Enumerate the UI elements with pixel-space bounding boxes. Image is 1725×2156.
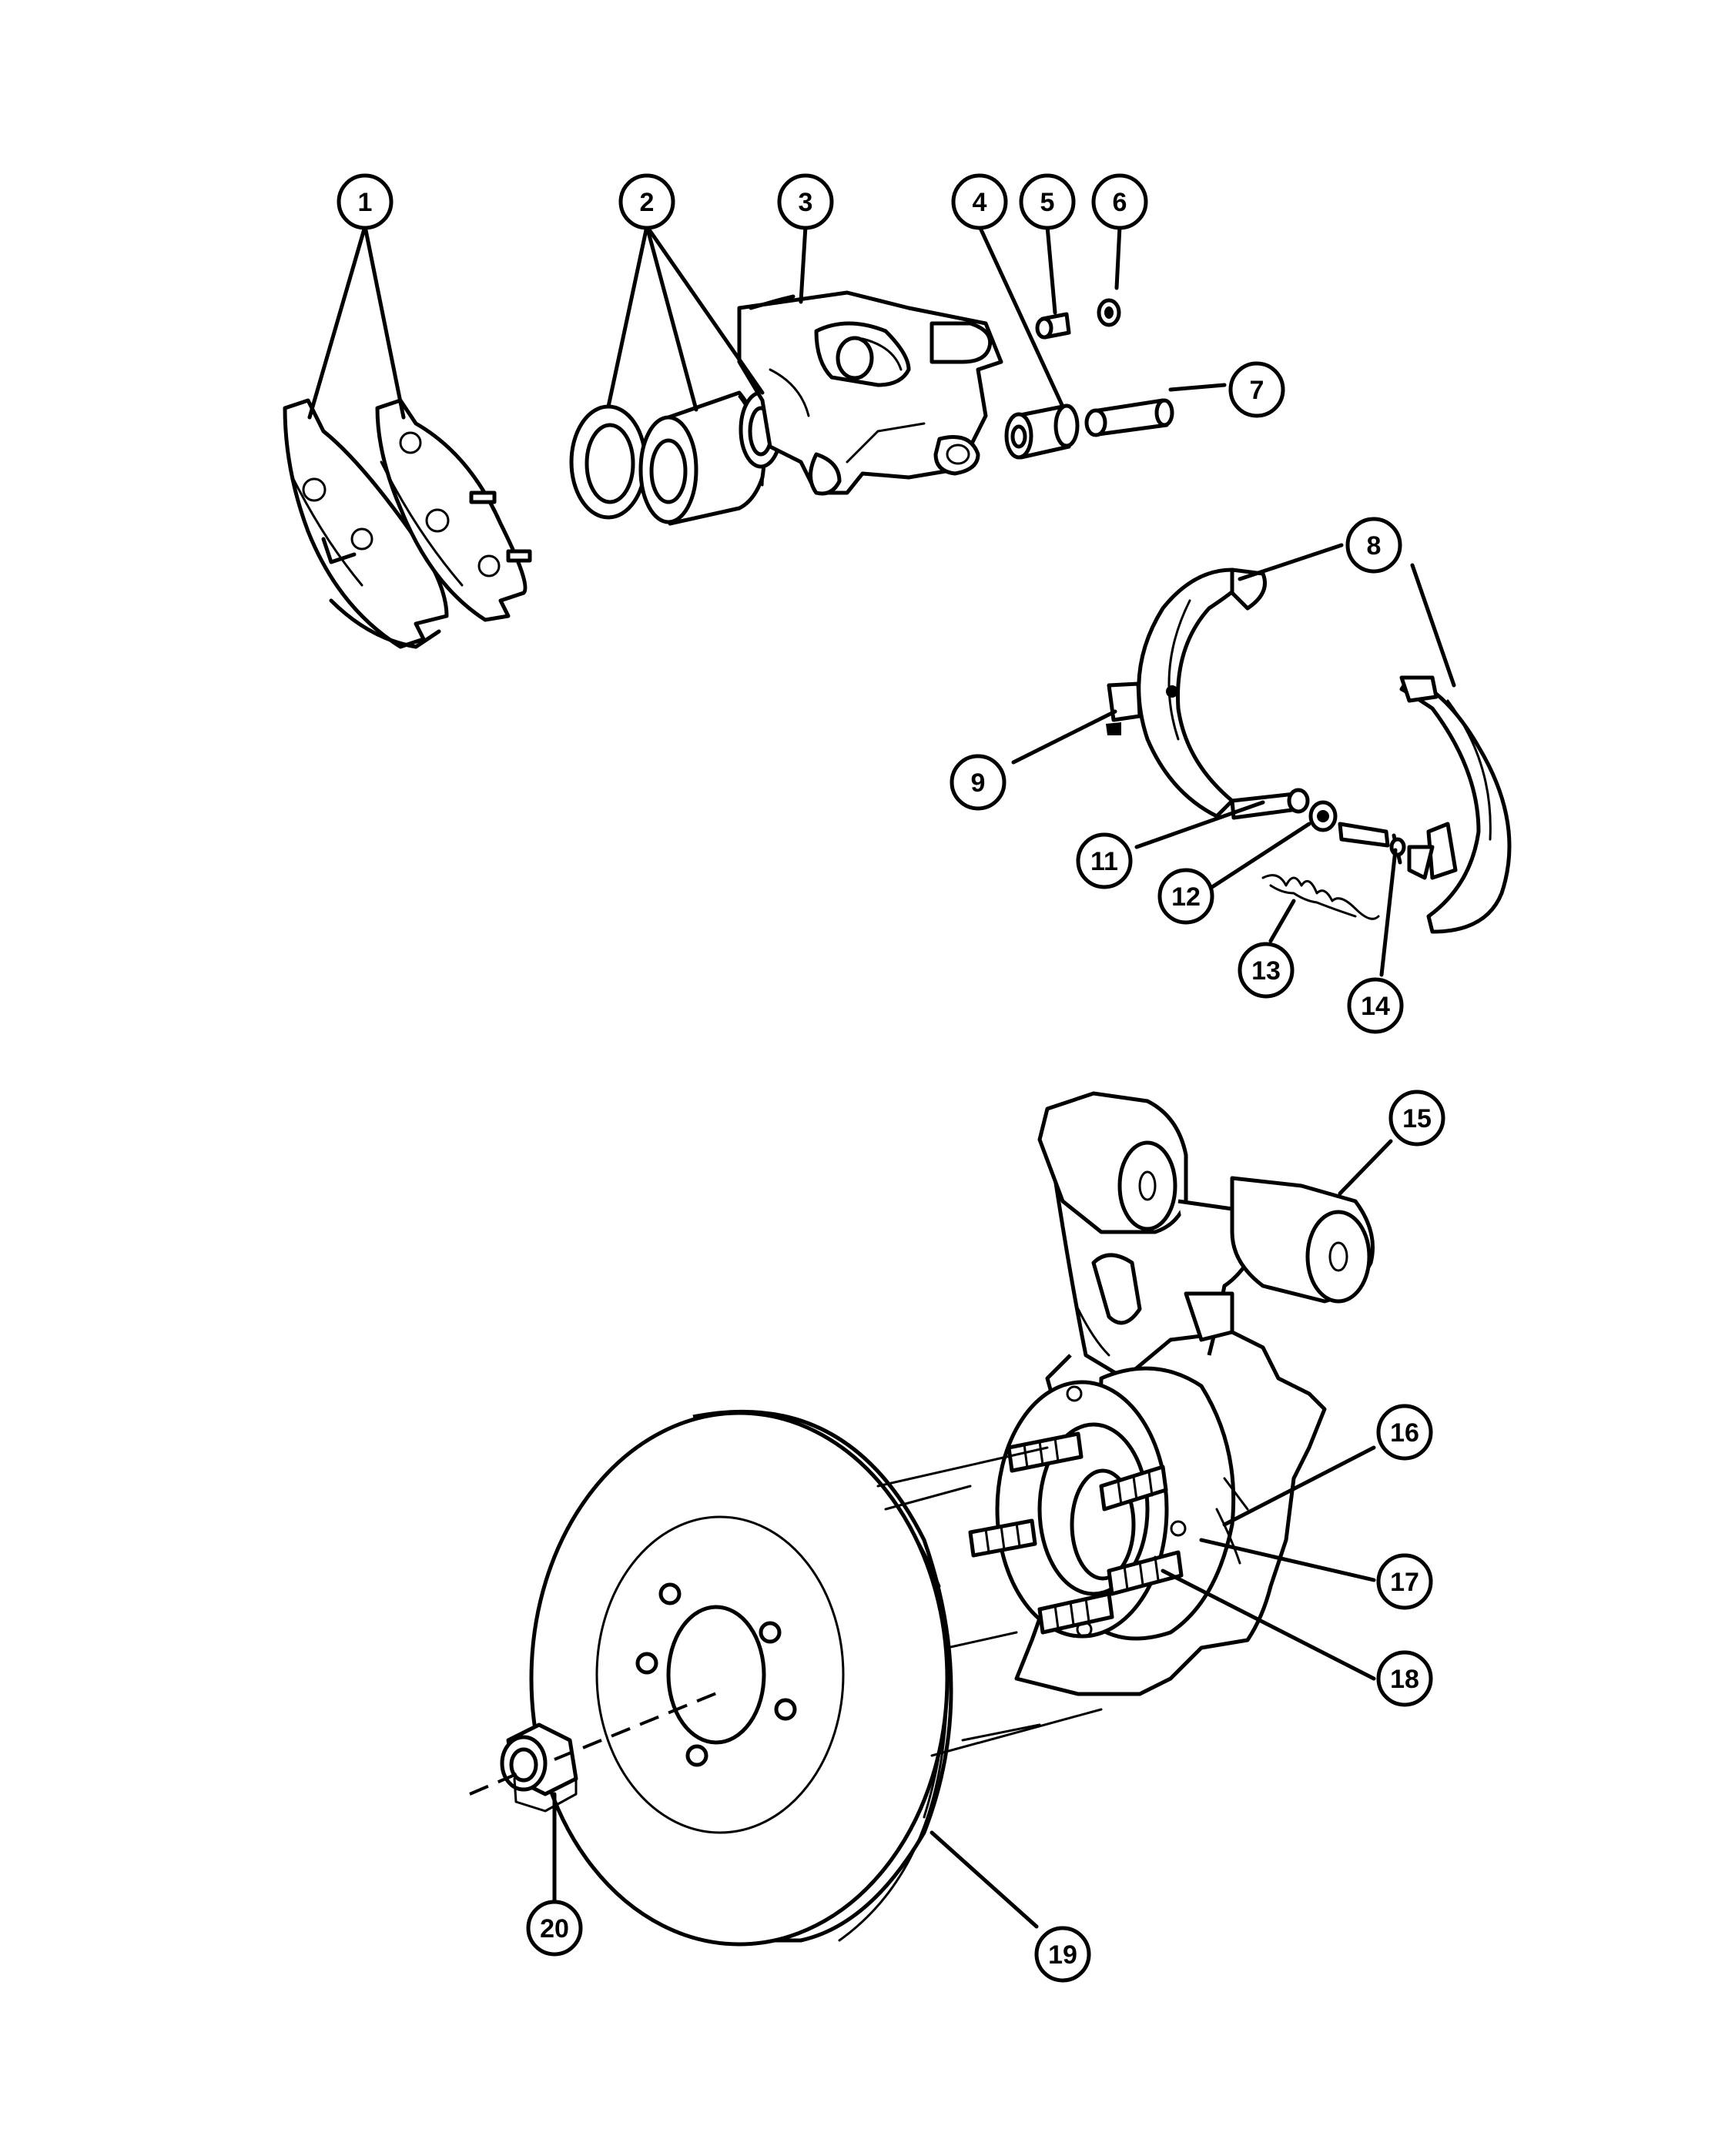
callout-19: 19 <box>1034 1926 1091 1983</box>
callout-2-label: 2 <box>640 188 655 217</box>
guide-pins-bushings <box>1004 298 1174 460</box>
callout-4-label: 4 <box>973 188 987 217</box>
callout-17-label: 17 <box>1390 1568 1419 1597</box>
callout-18: 18 <box>1376 1650 1433 1707</box>
leader-lines <box>307 224 1456 1929</box>
callout-8: 8 <box>1345 517 1402 574</box>
brake-rotor <box>529 1409 1103 1947</box>
hub-bearing <box>968 1366 1249 1641</box>
callout-4: 4 <box>951 173 1008 230</box>
callout-7-label: 7 <box>1250 376 1264 405</box>
callout-15-label: 15 <box>1402 1104 1432 1133</box>
callout-5: 5 <box>1019 173 1076 230</box>
callout-3: 3 <box>777 173 834 230</box>
callout-17: 17 <box>1376 1553 1433 1610</box>
callout-20: 20 <box>526 1900 583 1957</box>
callout-12: 12 <box>1157 868 1214 925</box>
callout-11-label: 11 <box>1090 847 1118 876</box>
callout-19-label: 19 <box>1048 1940 1077 1970</box>
callout-9-label: 9 <box>971 768 986 798</box>
callout-1-label: 1 <box>358 188 373 217</box>
brake-pads <box>283 398 532 649</box>
callout-14-label: 14 <box>1361 992 1390 1021</box>
callout-18-label: 18 <box>1390 1665 1419 1694</box>
callout-12-label: 12 <box>1171 882 1201 912</box>
callout-3-label: 3 <box>799 188 813 217</box>
callout-13-label: 13 <box>1251 956 1281 986</box>
callout-2: 2 <box>618 173 675 230</box>
callout-9: 9 <box>950 754 1007 811</box>
callout-6-label: 6 <box>1113 188 1127 217</box>
shoe-clip <box>1106 681 1142 735</box>
callout-8-label: 8 <box>1367 531 1382 561</box>
caliper <box>737 290 1003 496</box>
callout-16: 16 <box>1376 1404 1433 1461</box>
hub-nut <box>469 1689 725 1813</box>
parking-brake-shoes <box>1137 567 1512 934</box>
callout-1: 1 <box>337 173 394 230</box>
callout-13: 13 <box>1238 942 1295 999</box>
callout-14: 14 <box>1347 977 1404 1034</box>
callout-11: 11 <box>1076 832 1133 889</box>
piston-seal-set <box>569 390 783 526</box>
callout-5-label: 5 <box>1040 188 1055 217</box>
callout-15: 15 <box>1388 1090 1445 1147</box>
callout-7: 7 <box>1228 361 1285 418</box>
callout-16-label: 16 <box>1390 1418 1419 1448</box>
adjuster-assembly <box>1230 788 1406 920</box>
callout-6: 6 <box>1091 173 1148 230</box>
callout-20-label: 20 <box>540 1914 569 1943</box>
